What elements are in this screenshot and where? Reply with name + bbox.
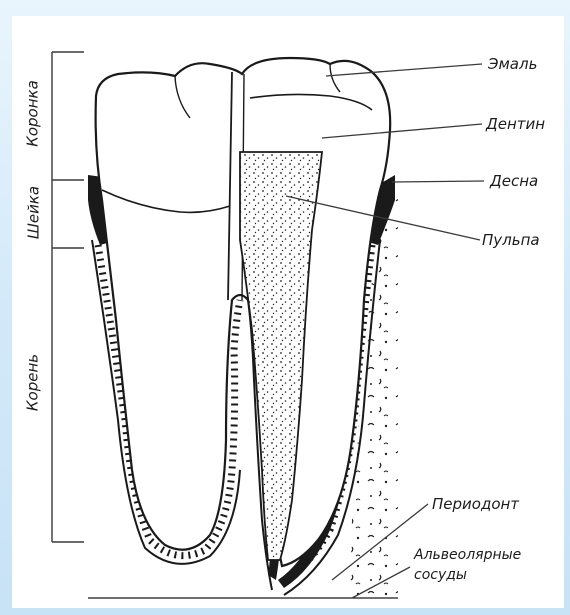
region-label-crown: Коронка — [26, 77, 41, 151]
region-label-neck: Шейка — [27, 183, 42, 243]
tooth-body — [96, 58, 391, 566]
label-dentin: Дентин — [486, 117, 545, 132]
region-bracket — [52, 52, 84, 542]
region-label-root: Корень — [26, 346, 41, 420]
label-pulp: Пульпа — [482, 233, 540, 248]
label-alveolar-line-2: сосуды — [414, 568, 467, 582]
label-gum: Десна — [490, 174, 538, 189]
label-alveolar-line-1: Альвеолярные — [414, 548, 521, 562]
label-periodontium: Периодонт — [432, 497, 519, 512]
label-enamel: Эмаль — [488, 57, 537, 72]
